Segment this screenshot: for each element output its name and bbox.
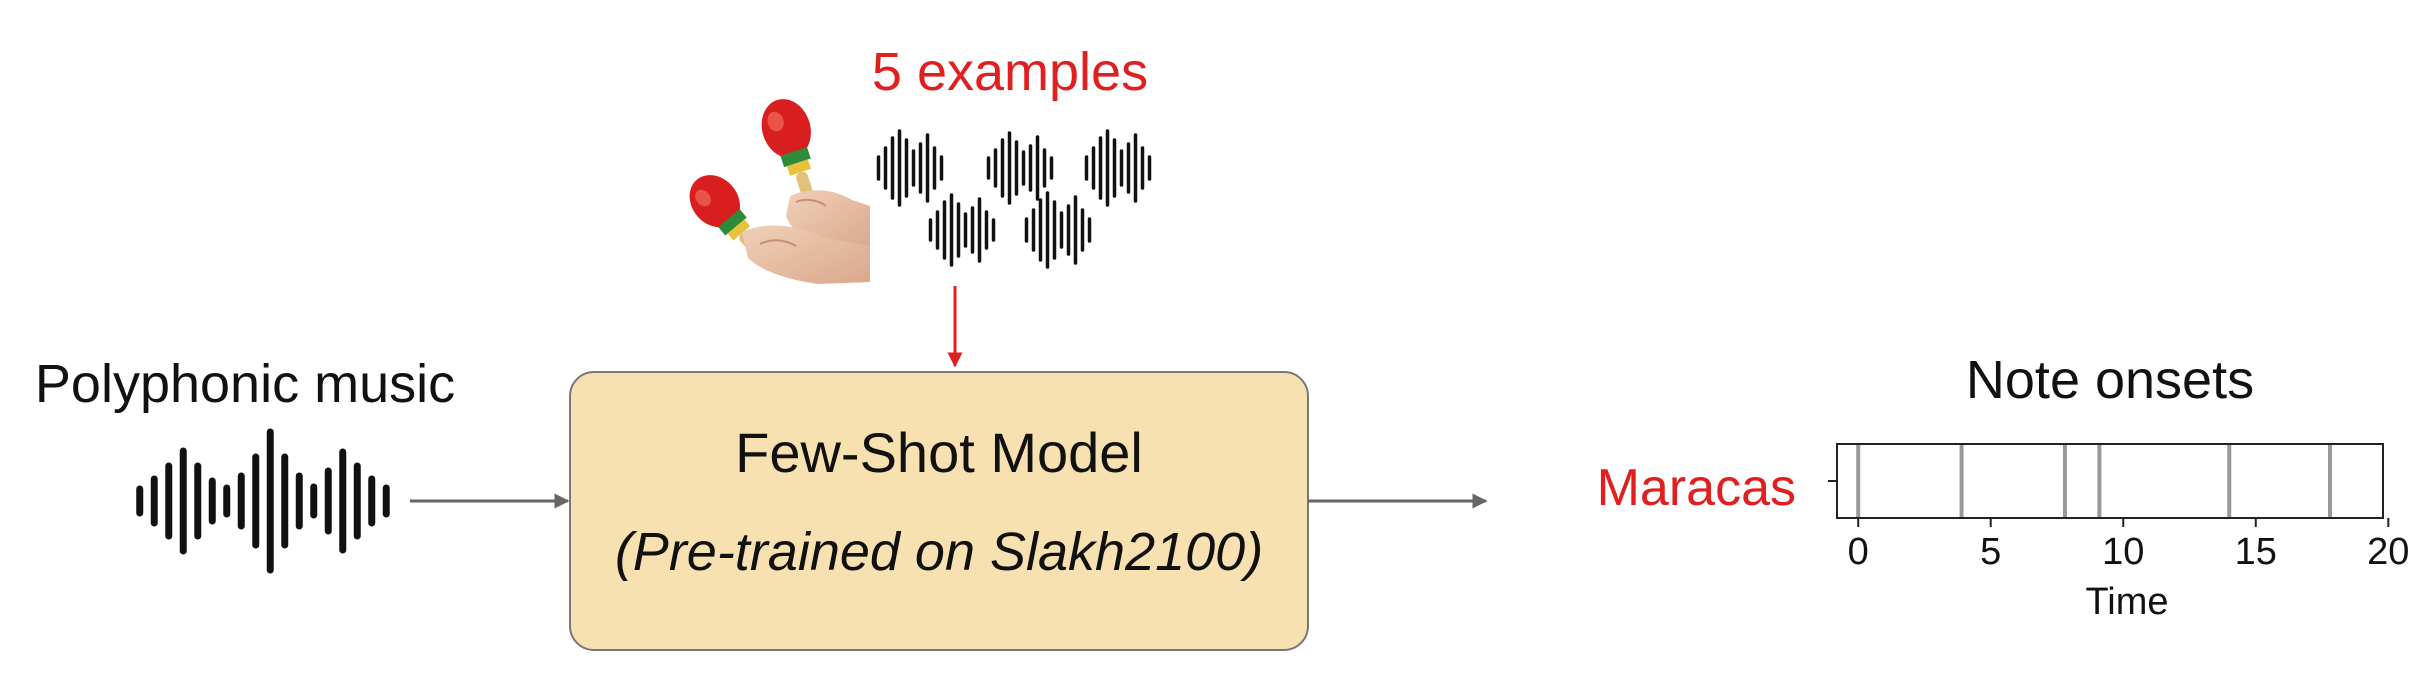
example-waveform-2 — [986, 131, 1054, 205]
model-subtitle: (Pre-trained on Slakh2100) — [615, 522, 1263, 582]
x-tick-label: 20 — [2367, 531, 2409, 573]
output-title: Note onsets — [1966, 350, 2254, 410]
example-waveform-4 — [928, 193, 996, 267]
x-tick-label: 10 — [2102, 531, 2144, 573]
model-box — [569, 371, 1309, 651]
example-waveform-1 — [876, 129, 944, 207]
example-waveform-5 — [1024, 191, 1092, 269]
onset-plot: 0 5 10 15 20 — [1828, 443, 2409, 573]
instrument-label: Maracas — [1597, 459, 1796, 517]
plot-frame — [1836, 443, 2384, 519]
input-label: Polyphonic music — [35, 354, 455, 414]
x-axis-label: Time — [2085, 581, 2168, 623]
x-tick-label: 0 — [1848, 531, 1869, 573]
examples-label: 5 examples — [872, 42, 1148, 102]
input-waveform-icon — [136, 428, 390, 574]
x-tick-label: 5 — [1980, 531, 2001, 573]
x-tick-label: 15 — [2235, 531, 2277, 573]
maracas-image — [689, 99, 870, 284]
model-title: Few-Shot Model — [735, 421, 1143, 484]
example-waveform-3 — [1084, 129, 1152, 207]
